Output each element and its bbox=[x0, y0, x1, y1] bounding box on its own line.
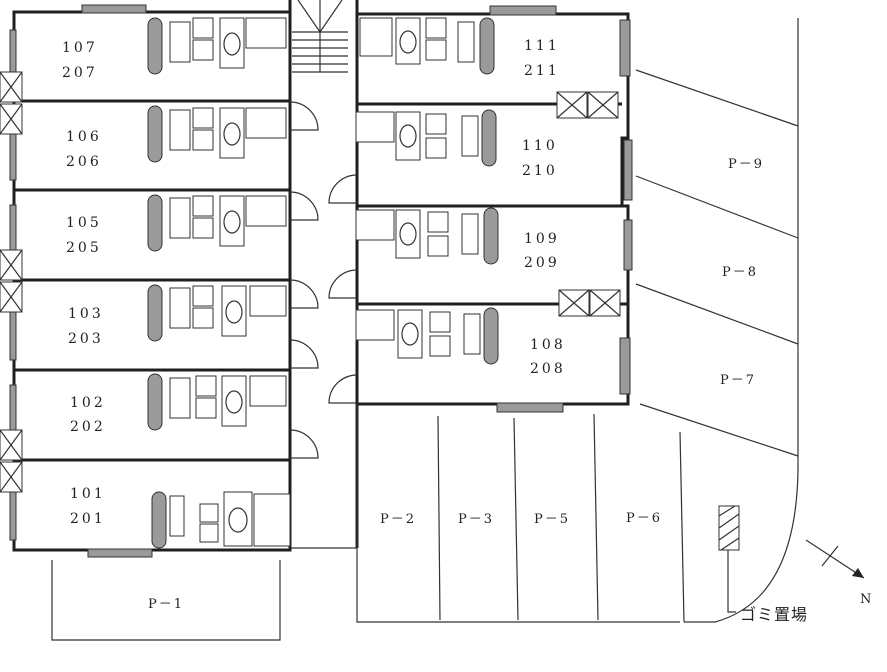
unit-101-label: 101 bbox=[70, 486, 106, 502]
parking-p7-label: P－7 bbox=[720, 373, 756, 388]
unit-203-label: 203 bbox=[68, 331, 104, 347]
right-unit-fixtures bbox=[355, 17, 499, 365]
garbage-area bbox=[718, 505, 740, 613]
unit-207-label: 207 bbox=[62, 65, 98, 81]
unit-111-label: 111 bbox=[524, 38, 560, 54]
left-unit-fixtures bbox=[147, 17, 291, 549]
parking-right bbox=[635, 69, 799, 457]
parking-p5-label: P－5 bbox=[534, 512, 570, 527]
parking-p8-label: P－8 bbox=[722, 265, 758, 280]
corridor bbox=[288, 0, 359, 549]
unit-206-label: 206 bbox=[66, 154, 102, 170]
unit-208-label: 208 bbox=[530, 361, 566, 377]
stairs bbox=[292, 0, 348, 73]
unit-210-label: 210 bbox=[522, 163, 558, 179]
parking-labels: P－1 P－2 P－3 P－5 P－6 P－7 P－8 P－9 bbox=[148, 157, 764, 612]
unit-103-label: 103 bbox=[68, 306, 104, 322]
unit-109-label: 109 bbox=[524, 231, 560, 247]
garbage-label: ゴミ置場 bbox=[740, 605, 808, 624]
unit-107-label: 107 bbox=[62, 40, 98, 56]
right-ac-units bbox=[556, 91, 621, 317]
parking-p1 bbox=[51, 560, 281, 641]
unit-209-label: 209 bbox=[524, 255, 560, 271]
parking-bottom bbox=[356, 18, 799, 623]
unit-108-label: 108 bbox=[530, 337, 566, 353]
north-label: N bbox=[860, 592, 873, 607]
parking-p2-label: P－2 bbox=[380, 512, 416, 527]
left-ac-units bbox=[0, 71, 23, 493]
unit-labels-left: 107 207 106 206 105 205 103 203 102 202 … bbox=[62, 40, 106, 527]
unit-211-label: 211 bbox=[524, 63, 560, 79]
parking-p6-label: P－6 bbox=[626, 511, 662, 526]
right-windows bbox=[489, 5, 633, 413]
door-swings bbox=[289, 101, 358, 459]
unit-201-label: 201 bbox=[70, 511, 106, 527]
north-arrow-icon bbox=[805, 539, 865, 579]
left-windows bbox=[9, 4, 153, 558]
left-building bbox=[12, 10, 292, 552]
unit-106-label: 106 bbox=[66, 129, 102, 145]
unit-205-label: 205 bbox=[66, 240, 102, 256]
unit-110-label: 110 bbox=[522, 138, 558, 154]
parking-p9-label: P－9 bbox=[728, 157, 764, 172]
parking-p1-label: P－1 bbox=[148, 597, 184, 612]
parking-p3-label: P－3 bbox=[458, 512, 494, 527]
unit-202-label: 202 bbox=[70, 419, 106, 435]
unit-105-label: 105 bbox=[66, 215, 102, 231]
unit-labels-right: 111 211 110 210 109 209 108 208 bbox=[522, 38, 566, 377]
unit-102-label: 102 bbox=[70, 395, 106, 411]
